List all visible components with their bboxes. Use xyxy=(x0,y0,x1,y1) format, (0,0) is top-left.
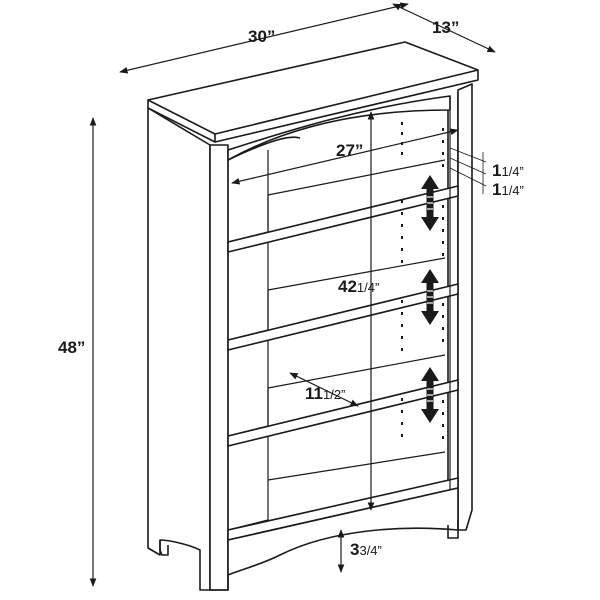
shelf-3 xyxy=(227,354,459,447)
right-leg xyxy=(447,520,459,539)
height-label: 48” xyxy=(58,338,85,357)
base-clearance-label: 33/4” xyxy=(350,540,382,559)
left-side-panel xyxy=(147,107,211,591)
front-leg xyxy=(210,575,229,591)
inner-height-label: 421/4” xyxy=(338,277,379,296)
hole-spacing-label-2: 11/4” xyxy=(492,180,524,199)
width-label: 30” xyxy=(248,27,275,46)
inner-width-label: 27” xyxy=(336,141,363,160)
shelf-1 xyxy=(227,159,459,253)
shelf-depth-dimension-line xyxy=(289,372,359,407)
shelf-2 xyxy=(227,257,459,351)
hole-spacing-label-1: 11/4” xyxy=(492,161,524,180)
left-front-stile xyxy=(209,144,229,591)
left-side-edge xyxy=(159,540,169,556)
inner-width-dimension-line xyxy=(231,128,459,185)
depth-dimension-line xyxy=(392,3,496,53)
width-dimension-line xyxy=(119,2,409,74)
depth-label: 13” xyxy=(432,18,459,37)
right-side-panel xyxy=(457,83,473,531)
bottom-apron xyxy=(227,487,459,576)
shelf-depth-label: 111/2” xyxy=(305,384,345,403)
